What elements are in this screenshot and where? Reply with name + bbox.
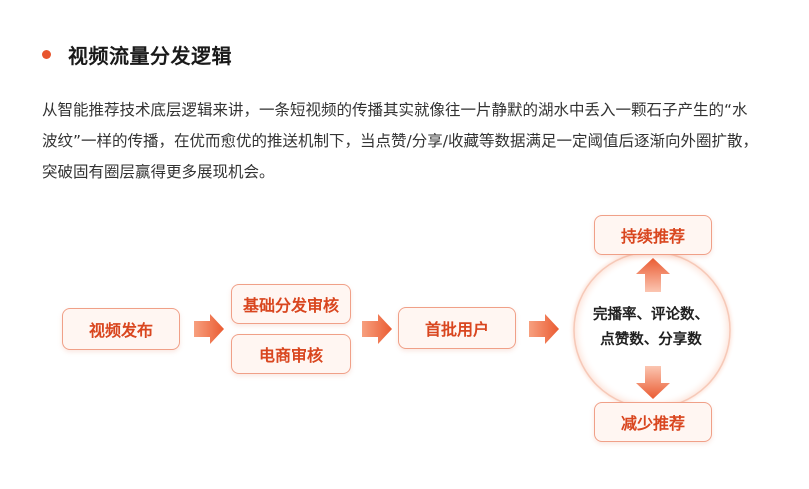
metrics-line-1: 完播率、评论数、 xyxy=(593,307,709,323)
arrow-up-icon xyxy=(636,258,670,292)
step-reduce-recommend: 减少推荐 xyxy=(594,402,712,442)
step-keep-recommend: 持续推荐 xyxy=(594,215,712,255)
section-heading: 视频流量分发逻辑 xyxy=(42,40,232,69)
step-first-users: 首批用户 xyxy=(398,307,516,349)
arrow-right-icon xyxy=(529,314,559,344)
bullet-dot-icon xyxy=(42,50,51,59)
arrow-down-icon xyxy=(636,366,670,399)
step-basic-review: 基础分发审核 xyxy=(231,284,351,324)
step-ecommerce-review: 电商审核 xyxy=(231,334,351,374)
intro-paragraph: 从智能推荐技术底层逻辑来讲，一条短视频的传播其实就像往一片静默的湖水中丢入一颗石… xyxy=(42,101,758,181)
metrics-label: 完播率、评论数、 点赞数、分享数 xyxy=(582,303,720,353)
arrow-right-icon xyxy=(194,314,224,344)
metrics-line-2: 点赞数、分享数 xyxy=(600,332,702,348)
arrow-right-icon xyxy=(362,314,392,344)
ripple-glow xyxy=(568,246,736,414)
section-title: 视频流量分发逻辑 xyxy=(68,44,232,68)
step-video-publish: 视频发布 xyxy=(62,308,180,350)
